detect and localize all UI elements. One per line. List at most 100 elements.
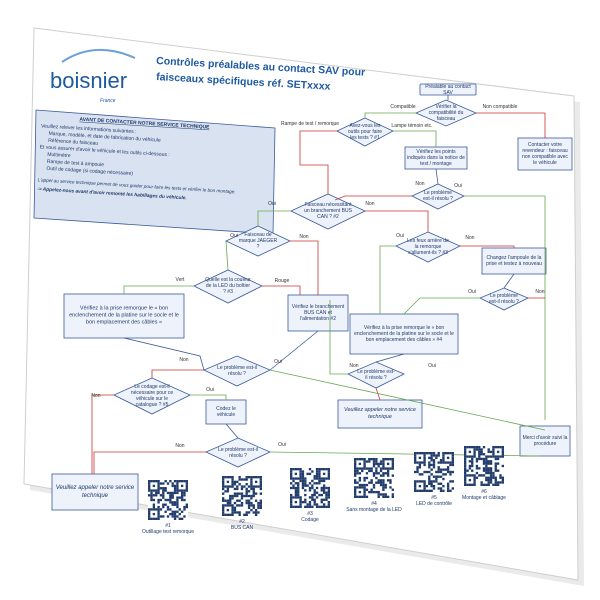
- notice-p1: Veuillez relever les informations suivan…: [41, 123, 137, 135]
- qr-code-2: [222, 476, 262, 516]
- qr-caption-text: Montage et câblage: [462, 495, 506, 501]
- node-jaeger: [225, 225, 291, 257]
- qr-caption-text: Sans montage de la LED: [346, 507, 402, 513]
- node-led-color: [193, 269, 263, 304]
- node-tools: [336, 117, 394, 147]
- node-not-compatible-label: Contacter votre revendeur : faisceau non…: [522, 142, 568, 166]
- label-rouge: Rouge: [274, 278, 290, 284]
- node-problem1: [411, 183, 465, 210]
- node-problem2-label: Le problème est-il résolu ?: [357, 369, 395, 381]
- label-non-7: Non: [179, 357, 189, 363]
- label-non-6: Non: [349, 363, 359, 369]
- node-bus-wiring-label: Faisceau nécessitant un branchement BUS …: [304, 202, 352, 220]
- label-lampe: Lampe témoin etc.: [391, 123, 433, 129]
- node-change-bulb: [481, 247, 547, 275]
- node-check-plug: [63, 293, 185, 339]
- label-oui-4: Oui: [396, 233, 404, 239]
- notice-b3: Multimètre: [47, 152, 71, 159]
- label-non-3: Non: [299, 234, 309, 240]
- node-check-plug-label: Vérifiez à la prise remorque le « bon en…: [69, 305, 179, 326]
- label-non-2: Non: [365, 201, 375, 207]
- node-solved: [519, 425, 571, 457]
- node-bulb-ok-label: Les feux arrière de la remorque s'allume…: [407, 238, 449, 256]
- label-oui-6: Oui: [428, 363, 436, 369]
- label-oui-1: Oui: [454, 183, 462, 189]
- label-oui-5: Oui: [468, 289, 476, 295]
- qr-caption-text: LED de contrôle: [416, 501, 452, 507]
- qr-caption-num: #5: [431, 495, 437, 501]
- brand-sub: France: [100, 98, 116, 104]
- node-coding: [113, 377, 191, 415]
- qr-code-1: [148, 480, 188, 520]
- node-problem4-label: Le problème est-il résolu ?: [218, 447, 258, 459]
- notice-b4: Rampe de test à ampoule: [47, 159, 105, 168]
- node-bulb-works-label: Le problème est-il résolu ?: [489, 293, 519, 305]
- qr-caption-num: #2: [239, 519, 245, 525]
- label-oui-9: Oui: [278, 442, 286, 448]
- node-call-service: [51, 473, 139, 511]
- notice-b5: Outil de codage (si codage nécessaire): [46, 166, 133, 177]
- node-check-bus-label: Vérifiez le branchement BUS CAN et l'ali…: [291, 304, 345, 322]
- qr-caption-num: #6: [481, 489, 487, 495]
- notice-b2: Référence du faisceau: [48, 138, 99, 147]
- node-code-vehicle-label: Codez le véhicule: [216, 406, 236, 418]
- label-rampe: Rampe de test / remorque: [280, 121, 340, 127]
- label-non-4: Non: [465, 235, 475, 241]
- label-non-9: Non: [175, 443, 185, 449]
- node-call-service2-label: Veuillez appeler notre service technique: [344, 407, 416, 420]
- node-check-pos-label: Vérifiez les points indiqués dans la not…: [407, 149, 465, 167]
- node-check-bus: [287, 294, 349, 332]
- node-verify-conf: [414, 99, 478, 127]
- node-change-bulb-label: Changez l'ampoule de la prise et testez …: [486, 255, 542, 267]
- qr-code-3: [290, 468, 330, 508]
- node-check-plug2: [349, 313, 459, 355]
- node-solved-label: Merci d'avoir suivi la procédure: [522, 435, 568, 447]
- brand-logo: boisnier France: [50, 48, 136, 104]
- label-oui-8: Oui: [206, 387, 214, 393]
- node-check-plug2-label: Vérifiez à la prise remorque le « bon en…: [354, 325, 454, 343]
- qr-code-6: [464, 446, 504, 486]
- node-start-label: Préalable au contact SAV: [425, 84, 471, 96]
- qr-caption-num: #3: [307, 511, 313, 517]
- qr-caption-num: #4: [371, 501, 377, 507]
- node-bulb-ok: [395, 231, 461, 263]
- node-call-service-label: Veuillez appeler notre service technique: [55, 485, 135, 499]
- node-coding-label: Le codage est-il nécessaire pour ce véhi…: [130, 384, 174, 408]
- label-non-5: Non: [535, 289, 545, 295]
- qr-caption-text: BUS CAN: [230, 525, 254, 531]
- node-jaeger-label: Faisceau de marque JAEGER ?: [238, 232, 278, 250]
- qr-caption-text: Codage: [301, 517, 319, 523]
- node-bulb-works: [479, 287, 529, 311]
- node-not-compatible: [517, 137, 573, 171]
- label-oui-7: Oui: [274, 359, 282, 365]
- label-non-1: Non: [415, 181, 425, 187]
- brand-name: boisnier: [50, 68, 127, 93]
- label-oui-3: Oui: [230, 233, 238, 239]
- node-led-color-label: Quelle est la couleur de la LED du boîti…: [205, 277, 251, 295]
- node-problem3: [203, 355, 271, 387]
- label-non-8: Non: [91, 393, 101, 399]
- qr-codes: [148, 446, 504, 520]
- qr-caption-text: Outillage test remorque: [142, 529, 194, 535]
- label-non-compatible: Non compatible: [482, 104, 518, 110]
- node-problem3-label: Le problème est-il résolu ?: [217, 365, 257, 377]
- node-problem4: [205, 437, 271, 468]
- node-call-service2: [337, 399, 423, 429]
- label-oui-2: Oui: [268, 201, 276, 207]
- qr-caption-num: #1: [165, 523, 171, 529]
- node-problem1-label: Le problème est-il résolu ?: [423, 190, 453, 202]
- qr-code-4: [354, 458, 394, 498]
- qr-code-5: [414, 452, 454, 492]
- label-vert: Vert: [175, 277, 185, 283]
- node-bus-wiring: [290, 193, 366, 230]
- label-compatible: Compatible: [390, 104, 416, 110]
- node-verify-conf-label: Vérifier la compatibilité du faisceau: [428, 104, 464, 122]
